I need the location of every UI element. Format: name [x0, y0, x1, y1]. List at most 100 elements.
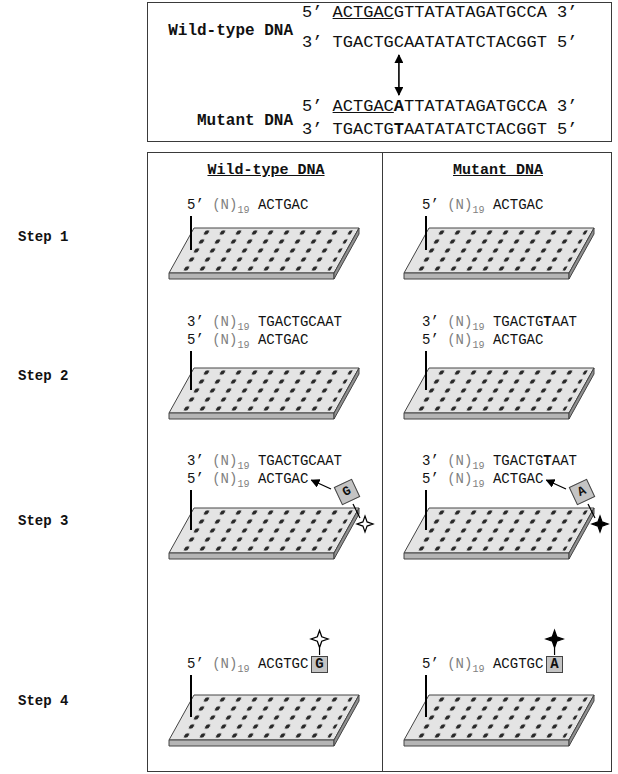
strand-sequence: 5’ [422, 332, 439, 348]
strand-sequence: AAT [552, 453, 577, 469]
probe-lines [191, 216, 426, 717]
strand-sequence: ACGTGC [258, 656, 308, 672]
dna-sequence: 3’ TGACTGCAATATATCTACGGT 5’ [302, 33, 577, 52]
text-line: 3’ TGACTGCAATATATCTACGGT 5’ [302, 33, 577, 53]
probe-line [190, 675, 192, 717]
heading-wrap: Wild-type DNA [148, 161, 384, 181]
random-sequence: (N) [212, 314, 237, 330]
dna-sequence: ACTGAC [333, 97, 394, 116]
strand-sequence: 3’ [187, 314, 204, 330]
step-label: Step 2 [18, 368, 68, 384]
dna-sequence: A [394, 97, 404, 116]
fluor-tether [353, 504, 360, 518]
text-line: 5’(N)19ACTGAC [422, 331, 543, 355]
strand-sequence: ACTGAC [493, 197, 543, 213]
step-label: Step 3 [18, 513, 68, 529]
subscript-number: 19 [237, 664, 249, 675]
text-line: 3’ TGACTGTAATATATCTACGGT 5’ [302, 120, 577, 140]
strand-sequence: 5’ [187, 656, 204, 672]
fluor-tether [588, 504, 595, 518]
nucleotide-wrap: G [334, 479, 361, 506]
microarray-plate [169, 228, 359, 279]
subscript-number: 19 [237, 205, 249, 216]
dna-sequence: TTATATAGATGCCA [404, 97, 547, 116]
random-sequence: (N) [447, 471, 472, 487]
text-line: 5’(N)19ACTGAC [187, 196, 308, 220]
heading-wrap: Mutant DNA [383, 161, 613, 181]
microarray-plate [169, 695, 359, 746]
strand-sequence: ACTGAC [258, 471, 308, 487]
heading-wrap: Wild-type DNA [148, 21, 293, 41]
random-sequence: (N) [212, 453, 237, 469]
strand-sequence: ACGTGC [493, 656, 543, 672]
subscript-number: 19 [472, 340, 484, 351]
text-line: Step 4 [18, 692, 68, 710]
fluor-star [546, 631, 563, 648]
microarray-plate [404, 228, 594, 279]
random-sequence: (N) [212, 656, 237, 672]
dna-sequence: GTTATATAGATGCCA [394, 3, 547, 22]
step-label: Step 4 [18, 693, 68, 709]
random-sequence: (N) [447, 656, 472, 672]
nucleotide-label: G [311, 656, 327, 673]
probe-line [190, 351, 192, 390]
incorporation-arrow [311, 480, 331, 489]
strand-sequence: 5’ [422, 471, 439, 487]
strand-sequence: 5’ [187, 471, 204, 487]
text-line: 5’(N)19ACTGAC [187, 331, 308, 355]
nucleotide-label: G [334, 479, 361, 506]
dna-sequence: 3’ [557, 3, 577, 22]
text-line: 5’(N)19ACTGAC [422, 196, 543, 220]
probe-line [190, 216, 192, 250]
dna-sequence: AATATATCTACGGT 5’ [404, 120, 577, 139]
strand-sequence: T [543, 453, 551, 469]
probe-line [190, 490, 192, 530]
strand-sequence: T [543, 314, 551, 330]
strand-sequence: TGACTGCAAT [258, 314, 342, 330]
dna-sequence: 5’ [302, 3, 322, 22]
text-line: Step 1 [18, 228, 68, 246]
double-arrow [398, 55, 400, 95]
dna-sequence: 3’ TGACTG [302, 120, 394, 139]
random-sequence: (N) [447, 197, 472, 213]
strand-sequence: TGACTG [493, 314, 543, 330]
microarray-plate [404, 368, 594, 419]
text-line: 5’(N)19ACGTGCA [422, 655, 563, 679]
dna-sequence: 5’ [302, 97, 322, 116]
text-line: 5’(N)19ACTGAC [422, 470, 543, 494]
probe-line [425, 490, 427, 530]
subscript-number: 19 [237, 461, 249, 472]
text-line: 5’ (N)19 ACGTGCG [187, 655, 328, 679]
random-sequence: (N) [447, 453, 472, 469]
random-sequence: (N) [212, 471, 237, 487]
strand-sequence: 5’ [187, 332, 204, 348]
text-line: 5’ (N)19 ACTGAC [187, 470, 308, 494]
measured-marks [311, 55, 566, 655]
fluor-star [357, 516, 373, 532]
strand-sequence: AAT [552, 314, 577, 330]
text-line: 5’ ACTGACATTATATAGATGCCA 3’ [302, 97, 577, 117]
strand-sequence: 3’ [422, 314, 439, 330]
probe-line [425, 675, 427, 717]
incorporation-arrow [546, 480, 566, 489]
strand-sequence: 3’ [187, 453, 204, 469]
heading-wrap: Mutant DNA [148, 111, 293, 131]
panel-heading: Mutant DNA [453, 162, 543, 179]
panel-heading: Wild-type DNA [207, 162, 324, 179]
strand-sequence: 3’ [422, 453, 439, 469]
strand-sequence: ACTGAC [258, 197, 308, 213]
microarray-plate [169, 508, 359, 559]
subscript-number: 19 [237, 340, 249, 351]
random-sequence: (N) [447, 314, 472, 330]
probe-line [425, 351, 427, 390]
panel-heading: Mutant DNA [197, 112, 293, 130]
random-sequence: (N) [212, 197, 237, 213]
strand-sequence: ACTGAC [493, 471, 543, 487]
dna-sequence: 3’ [557, 97, 577, 116]
random-sequence: (N) [447, 332, 472, 348]
subscript-number: 19 [237, 479, 249, 490]
fluor-star [311, 631, 328, 648]
strand-sequence: ACTGAC [258, 332, 308, 348]
subscript-number: 19 [472, 205, 484, 216]
